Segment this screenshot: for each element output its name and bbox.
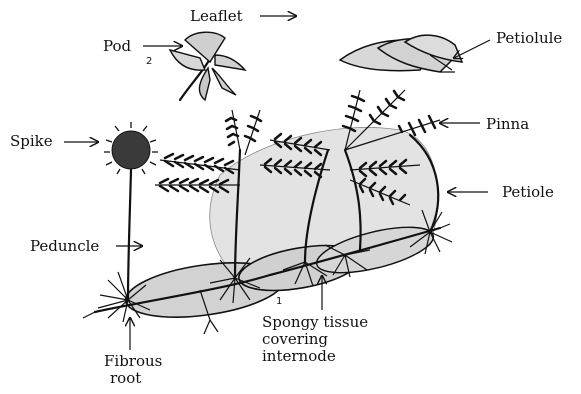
label-peduncle: Peduncle [30,238,99,254]
label-spike: Spike [10,133,53,149]
pod-cluster [170,32,245,100]
spike-head [104,122,158,174]
label-spongy-tissue-2: covering [262,331,328,347]
label-petiolule: Petiolule [496,30,562,46]
label-leaflet: Leaflet [190,8,243,24]
label-pinna: Pinna [486,116,529,132]
plant-number: 1 [276,296,282,307]
label-pod: Pod [103,38,131,54]
petiolule-arrow [454,40,490,58]
label-fibrous-root-1: Fibrous [104,353,162,369]
pod-number: 2 [146,56,152,67]
label-petiole: Petiole [502,184,554,200]
leaflet-detail [340,35,462,72]
label-fibrous-root-2: root [110,370,141,386]
label-spongy-tissue-1: Spongy tissue [262,314,368,330]
label-spongy-tissue-3: internode [262,348,336,364]
peduncle-stalk [128,170,131,300]
